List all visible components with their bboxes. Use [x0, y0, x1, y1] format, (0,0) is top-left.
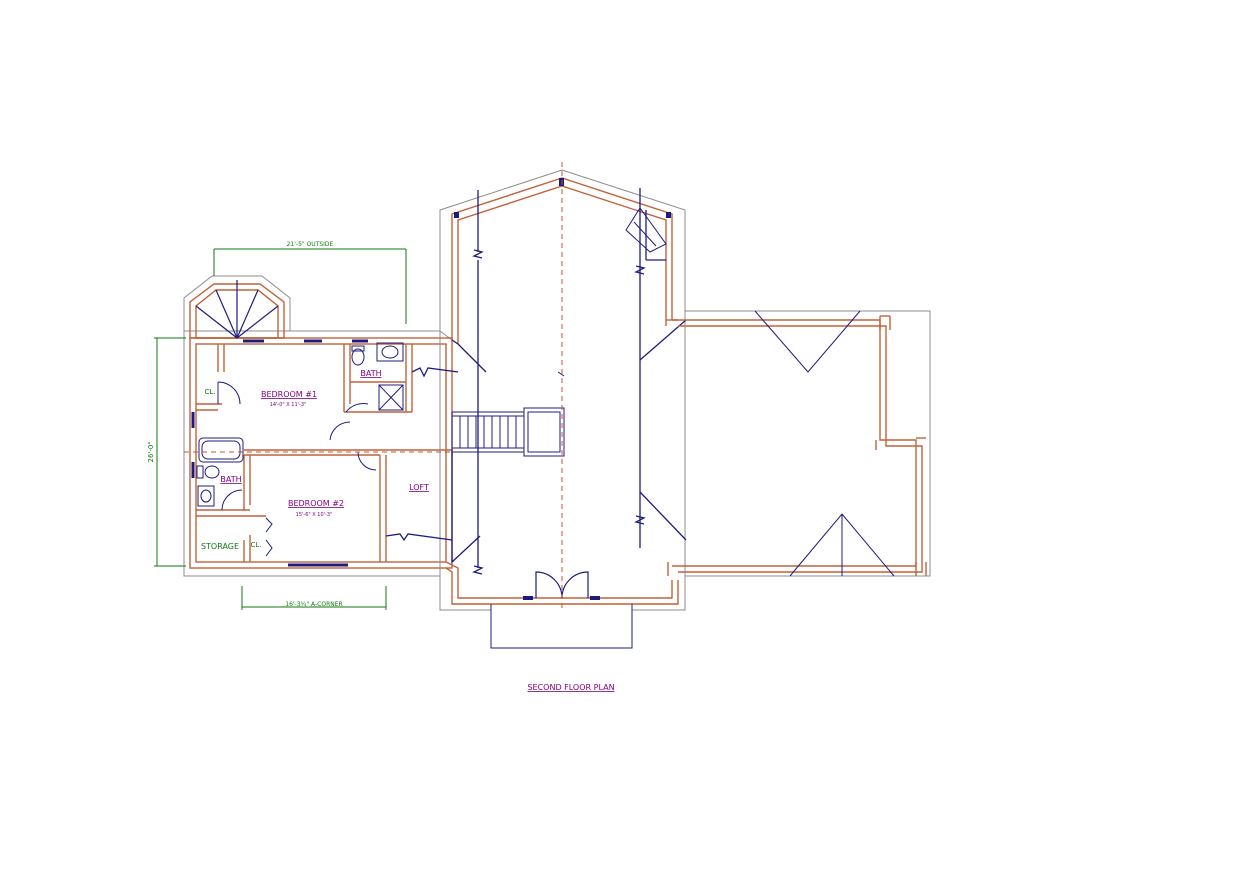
shower-icon — [378, 384, 404, 411]
dimension-lines — [154, 248, 407, 610]
stove-icon — [625, 207, 667, 253]
sink-icon — [376, 342, 404, 362]
west-wing-outline — [183, 331, 440, 577]
central-section — [184, 162, 687, 649]
closet1-label: CL. — [204, 388, 215, 396]
toilet-icon — [204, 465, 220, 479]
toilet-icon — [351, 348, 365, 366]
east-wing — [667, 310, 931, 577]
french-doors — [535, 571, 589, 599]
bath2-label: BATH — [220, 475, 241, 484]
staircase — [451, 371, 565, 457]
plan-title: SECOND FLOOR PLAN — [527, 683, 614, 692]
dimension-bottom: 16'-3¾" A-CORNER — [285, 601, 342, 608]
sink-icon — [197, 485, 215, 507]
west-wing-walls — [189, 337, 453, 569]
bedroom2-label: BEDROOM #2 — [288, 499, 344, 508]
bath-fixtures — [196, 342, 404, 507]
bathtub-icon — [198, 437, 244, 463]
dimension-left: 26'-0" — [147, 441, 155, 462]
bath1-label: BATH — [360, 369, 381, 378]
bedroom2-size: 15'-6" X 10'-3" — [296, 512, 333, 518]
closet2-label: CL. — [250, 541, 261, 549]
turret-bay — [183, 275, 291, 339]
west-wing-doors — [217, 381, 377, 557]
bedroom1-label: BEDROOM #1 — [261, 390, 317, 399]
west-wing-windows — [191, 339, 368, 567]
loft-label: LOFT — [409, 483, 429, 492]
bedroom1-size: 14'-0" X 11'-3" — [270, 402, 307, 408]
west-wing — [183, 330, 453, 577]
storage-label: STORAGE — [201, 542, 239, 551]
dimension-top: 21'-5" OUTSIDE — [287, 241, 334, 248]
